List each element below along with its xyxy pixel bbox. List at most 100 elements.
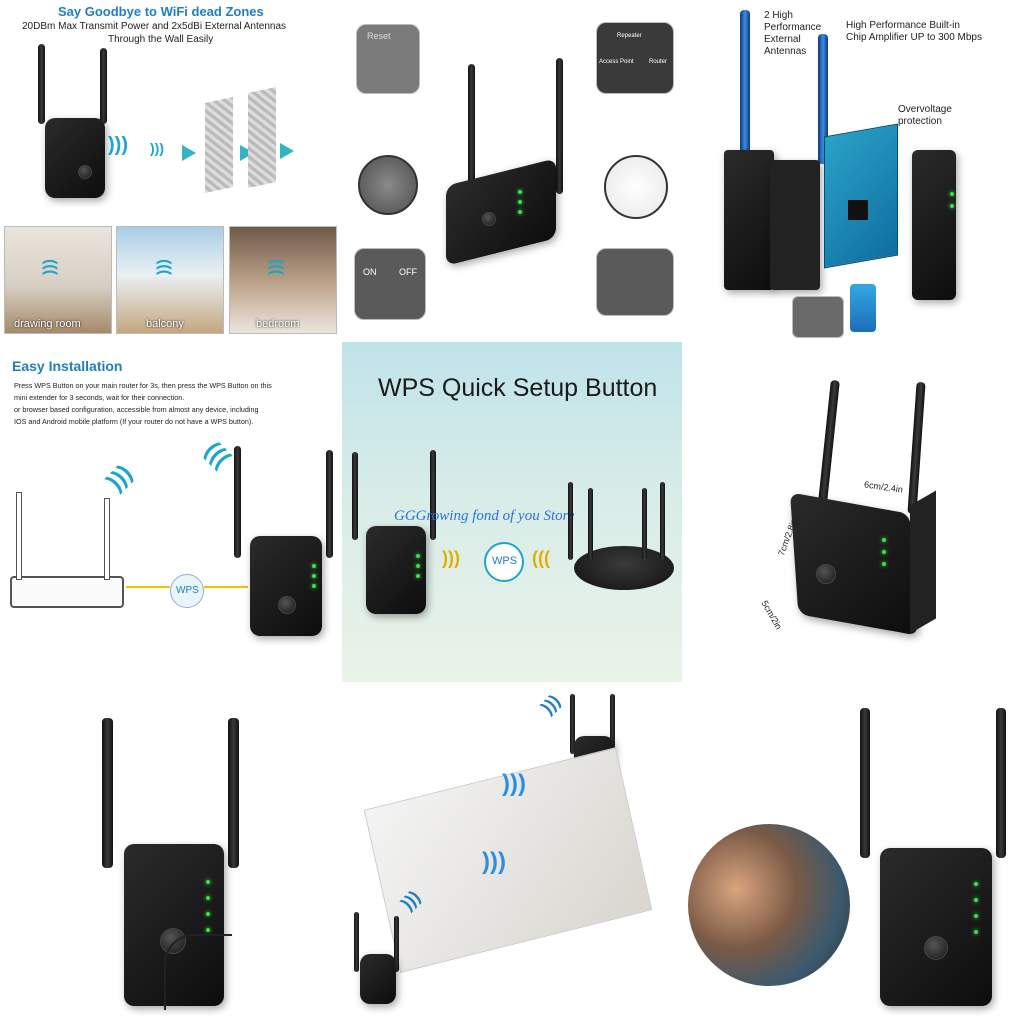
- panel-wps-setup: WPS Quick Setup Button GGGrowing fond of…: [342, 342, 682, 682]
- dimension-depth: 5cm/2in: [759, 598, 784, 632]
- led: [882, 562, 886, 566]
- zoom-plug: [604, 155, 668, 219]
- led: [312, 584, 316, 588]
- antenna-right: [100, 48, 107, 124]
- arrow-icon: [182, 145, 196, 161]
- wifi-icon: ))): [537, 690, 565, 718]
- led: [312, 564, 316, 568]
- antenna-right: [996, 708, 1006, 858]
- wps-bubble: WPS: [484, 542, 524, 582]
- extender-device: [789, 492, 919, 636]
- led: [974, 882, 978, 886]
- antenna-right: [610, 694, 615, 754]
- wps-bubble-label: WPS: [492, 555, 518, 567]
- callout-antennas-1: 2 High: [764, 10, 793, 21]
- extender-device: [250, 536, 322, 636]
- room-photo-balcony: [116, 226, 224, 334]
- coverage-bubble-2: ))): [482, 848, 506, 875]
- led: [974, 898, 978, 902]
- zoom-wps-button: [358, 155, 418, 215]
- router-antenna-2: [588, 488, 593, 560]
- installation-para-2: mini extender for 3 seconds, wait for th…: [14, 393, 185, 402]
- zoom-onoff-switch: ON OFF: [354, 248, 426, 320]
- wifi-signal-icon-2: ))): [197, 438, 234, 475]
- room-label-drawing: drawing room: [14, 318, 81, 330]
- callout-chip-2: Chip Amplifier UP to 300 Mbps: [846, 32, 982, 43]
- led: [416, 564, 420, 568]
- antenna-left: [102, 718, 113, 868]
- led: [882, 550, 886, 554]
- off-label: OFF: [399, 267, 417, 277]
- antenna-left: [570, 694, 575, 754]
- signal-wave-left: ))): [442, 548, 460, 568]
- installation-title: Easy Installation: [12, 358, 123, 374]
- panel1-title: Say Goodbye to WiFi dead Zones: [58, 4, 264, 19]
- antenna-left: [234, 446, 241, 558]
- led: [312, 574, 316, 578]
- wps-button: [816, 564, 836, 584]
- antenna-left: [817, 379, 840, 513]
- wall-1: [205, 97, 233, 193]
- main-router-outline: [10, 576, 124, 608]
- repeater-label: Repeater: [617, 33, 642, 39]
- callout-overvoltage-2: protection: [898, 116, 942, 127]
- panel-dimensions: 6cm/2.4in 7cm/2.8in 5cm/2in: [684, 342, 1024, 682]
- zoom-reset: Reset: [356, 24, 420, 94]
- extender-device-small: [360, 954, 396, 1004]
- panel-ports: Reset ON OFF Repeater Access Point Route…: [342, 0, 682, 340]
- router-antenna-left: [16, 492, 22, 580]
- antenna-left: [860, 708, 870, 858]
- led: [416, 574, 420, 578]
- led: [974, 914, 978, 918]
- signal-wave-right: ))): [532, 548, 550, 568]
- led: [882, 538, 886, 542]
- wifi-icon-room3: ))): [266, 259, 284, 275]
- antenna-right: [228, 718, 239, 868]
- wps-setup-title: WPS Quick Setup Button: [378, 374, 658, 402]
- dimension-width: 6cm/2.4in: [863, 479, 904, 495]
- callout-overvoltage-1: Overvoltage: [898, 104, 952, 115]
- arrow-icon-3: [280, 143, 294, 159]
- ethernet-cable: [850, 284, 876, 332]
- led: [950, 192, 954, 196]
- room-label-balcony: balcony: [146, 318, 184, 330]
- panel-house-coverage: ))) ))) ))) ))): [342, 684, 682, 1024]
- panel-easy-installation: Easy Installation Press WPS Button on yo…: [0, 342, 340, 682]
- back-shell: [724, 150, 774, 290]
- chip: [848, 200, 868, 220]
- led: [518, 200, 522, 204]
- store-watermark: GGGrowing fond of you Store: [394, 508, 575, 524]
- wifi-wave-icon-2: ))): [150, 140, 164, 156]
- zoom-mode-switch: Repeater Access Point Router: [596, 22, 674, 94]
- router-antenna-3: [660, 482, 665, 560]
- wps-button: [278, 596, 296, 614]
- antenna-right: [907, 381, 926, 515]
- extender-device: [446, 158, 556, 266]
- on-label: ON: [363, 267, 377, 277]
- wall-2: [248, 87, 276, 188]
- antenna-left: [38, 44, 45, 124]
- circuit-board: [824, 123, 898, 269]
- panel-lifestyle: [684, 684, 1024, 1024]
- antenna-right: [430, 450, 436, 540]
- wps-badge: WPS: [170, 574, 204, 608]
- wps-button: [924, 936, 948, 960]
- device-side: [910, 490, 936, 634]
- extender-device: [124, 844, 224, 1006]
- hand-icon: [164, 934, 232, 1010]
- room-photo-bedroom: [229, 226, 337, 334]
- wifi-signal-icon: ))): [101, 459, 138, 496]
- reset-label: Reset: [367, 31, 391, 41]
- antenna-left: [468, 64, 475, 194]
- antenna-right-small: [394, 916, 399, 972]
- led: [206, 880, 210, 884]
- front-shell: [912, 150, 956, 300]
- middle-shell: [770, 160, 820, 290]
- callout-chip-1: High Performance Built-in: [846, 20, 960, 31]
- led: [518, 210, 522, 214]
- antenna-left-small: [354, 912, 359, 972]
- access-point-label: Access Point: [599, 59, 634, 65]
- extender-device: [366, 526, 426, 614]
- antenna-right: [326, 450, 333, 558]
- wps-badge-label: WPS: [176, 585, 199, 596]
